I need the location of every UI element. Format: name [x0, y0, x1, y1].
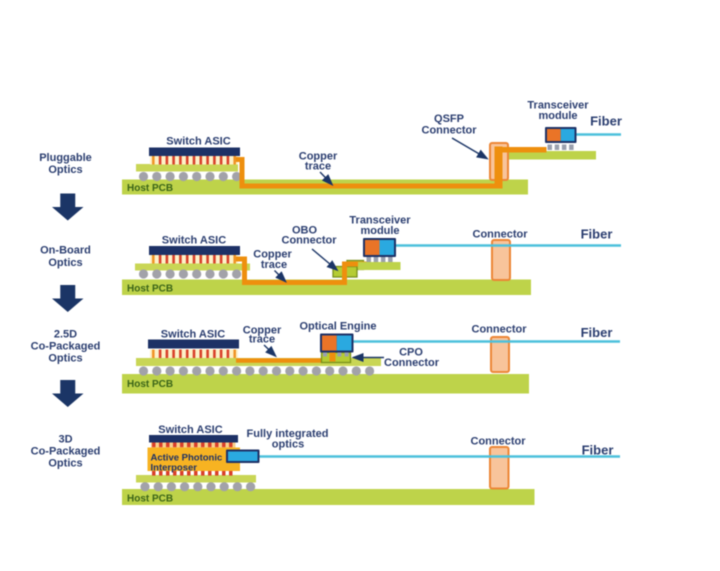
- svg-text:CPO: CPO: [399, 347, 423, 359]
- svg-text:Transceiver: Transceiver: [349, 215, 411, 227]
- svg-text:Switch ASIC: Switch ASIC: [162, 235, 226, 247]
- svg-text:Connector: Connector: [384, 357, 440, 369]
- svg-text:Active Photonic: Active Photonic: [151, 453, 223, 464]
- svg-text:module: module: [538, 110, 577, 122]
- svg-text:Switch ASIC: Switch ASIC: [158, 424, 222, 436]
- svg-text:Optics: Optics: [48, 458, 82, 470]
- svg-text:trace: trace: [261, 259, 287, 271]
- svg-text:Transceiver: Transceiver: [527, 100, 589, 112]
- svg-text:module: module: [360, 225, 399, 237]
- svg-text:trace: trace: [249, 334, 275, 346]
- svg-text:Optics: Optics: [48, 257, 82, 269]
- svg-text:Fiber: Fiber: [581, 227, 613, 242]
- svg-text:Fully integrated: Fully integrated: [247, 428, 329, 440]
- svg-text:Host PCB: Host PCB: [127, 284, 173, 295]
- svg-text:2.5D: 2.5D: [54, 329, 77, 341]
- svg-text:optics: optics: [272, 439, 304, 451]
- svg-text:Connector: Connector: [472, 324, 528, 336]
- svg-text:QSFP: QSFP: [434, 113, 464, 125]
- svg-text:Copper: Copper: [253, 249, 292, 261]
- svg-text:Interposer: Interposer: [151, 463, 198, 474]
- svg-text:Co-Packaged: Co-Packaged: [31, 341, 101, 353]
- svg-text:Connector: Connector: [473, 229, 529, 241]
- svg-text:3D: 3D: [58, 434, 72, 446]
- svg-text:Optics: Optics: [48, 353, 82, 365]
- svg-text:Connector: Connector: [282, 235, 338, 247]
- svg-text:Host PCB: Host PCB: [127, 183, 173, 194]
- svg-text:Copper: Copper: [243, 325, 282, 337]
- svg-text:Pluggable: Pluggable: [39, 152, 92, 164]
- svg-text:Optical Engine: Optical Engine: [299, 321, 376, 333]
- svg-text:OBO: OBO: [292, 225, 318, 237]
- svg-text:Co-Packaged: Co-Packaged: [31, 446, 101, 458]
- svg-text:Optics: Optics: [48, 164, 82, 176]
- svg-text:Host PCB: Host PCB: [127, 494, 173, 505]
- svg-text:Connector: Connector: [471, 436, 527, 448]
- svg-text:Host PCB: Host PCB: [127, 379, 173, 390]
- svg-text:Fiber: Fiber: [590, 114, 622, 129]
- svg-text:On-Board: On-Board: [40, 245, 91, 257]
- svg-text:Fiber: Fiber: [581, 325, 613, 340]
- svg-text:trace: trace: [305, 161, 331, 173]
- svg-text:Connector: Connector: [422, 125, 478, 137]
- svg-text:Fiber: Fiber: [582, 443, 614, 458]
- svg-text:Switch ASIC: Switch ASIC: [161, 329, 225, 341]
- svg-text:Copper: Copper: [299, 151, 338, 163]
- svg-text:Switch ASIC: Switch ASIC: [166, 136, 230, 148]
